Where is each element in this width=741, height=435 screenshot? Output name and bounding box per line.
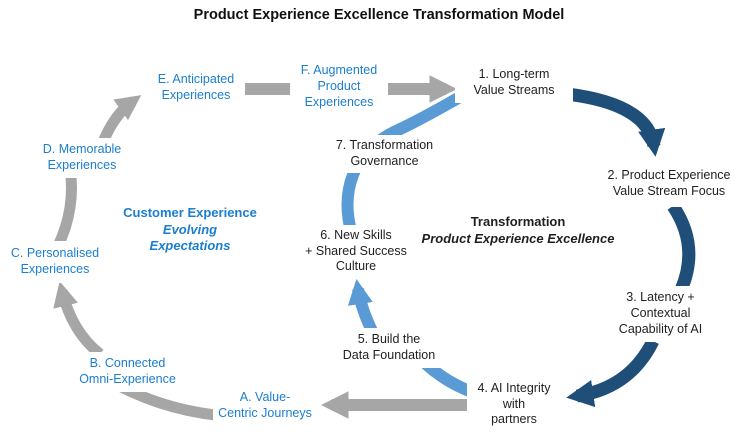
node-line: F. Augmented [300, 63, 378, 78]
node-line: Capability of AI [618, 321, 703, 336]
node-a-value-centric-journeys: A. Value- Centric Journeys [213, 385, 317, 427]
node-5-build-the-data-foundation: 5. Build the Data Foundation [332, 328, 446, 368]
node-line: Product [317, 79, 361, 94]
node-2-product-experience-value-stream-focus: 2. Product Experience Value Stream Focus [597, 160, 741, 207]
node-6-new-skills-shared-success-culture: 6. New Skills + Shared Success Culture [300, 225, 412, 278]
node-line: Experiences [304, 94, 374, 109]
node-b-connected-omni-experience: B. Connected Omni-Experience [70, 352, 185, 392]
arrow-6-to-1 [341, 91, 463, 233]
node-line: Centric Journeys [218, 406, 312, 420]
node-line: Data Foundation [342, 348, 436, 362]
arrow-5-to-6 [347, 279, 378, 334]
node-line: B. Connected [89, 356, 166, 371]
node-line: 3. Latency + [626, 290, 695, 305]
node-line: Value Stream Focus [612, 183, 726, 198]
arrow-c-to-d [53, 167, 77, 249]
node-e-anticipated-experiences: E. Anticipated Experiences [147, 66, 245, 110]
node-line: Omni-Experience [79, 372, 176, 386]
node-line: with [502, 396, 526, 411]
node-line: 6. New Skills [320, 227, 392, 242]
arrow-b-to-c [53, 281, 104, 359]
node-line: Contextual [630, 306, 691, 321]
transformation-cycle-label-line1: Transformation [470, 213, 566, 229]
node-line: 7. Transformation [335, 138, 434, 153]
customer-cycle-label-line1: Customer Experience [123, 204, 257, 220]
arrow-3-to-4 [566, 338, 659, 408]
node-line: Experiences [47, 158, 117, 172]
node-3-latency-contextual-capability-of-ai: 3. Latency + Contextual Capability of AI [608, 286, 713, 342]
page-title: Product Experience Excellence Transforma… [179, 2, 579, 28]
node-line: Experiences [161, 88, 231, 102]
node-line: partners [491, 412, 537, 427]
node-c-personalised-experiences: C. Personalised Experiences [0, 241, 110, 283]
node-line: Experiences [20, 262, 90, 276]
node-line: + Shared Success [305, 243, 407, 258]
customer-cycle-label: Customer Experience Evolving Expectation… [122, 205, 258, 253]
node-line: Value Streams [473, 82, 555, 97]
node-line: 1. Long-term [478, 66, 550, 81]
node-f-augmented-product-experiences: F. Augmented Product Experiences [290, 60, 388, 114]
transformation-cycle-label: Transformation Product Experience Excell… [418, 210, 618, 251]
node-1-long-term-value-streams: 1. Long-term Value Streams [455, 62, 573, 103]
node-line: A. Value- [239, 390, 291, 405]
arrow-2-to-3 [667, 202, 696, 293]
node-7-transformation-governance: 7. Transformation Governance [325, 135, 444, 173]
node-line: 4. AI Integrity [477, 380, 551, 395]
node-line: Culture [335, 259, 377, 274]
node-line: 2. Product Experience [607, 167, 731, 182]
node-line: C. Personalised [10, 246, 100, 261]
node-line: E. Anticipated [157, 72, 235, 87]
arrow-1-to-2 [566, 87, 666, 157]
node-line: Governance [350, 154, 419, 168]
node-line: D. Memorable [42, 142, 122, 157]
node-line: 5. Build the [357, 332, 421, 347]
node-4-ai-integrity-with-partners: 4. AI Integrity with partners [467, 374, 561, 435]
node-d-memorable-experiences: D. Memorable Experiences [33, 138, 131, 178]
customer-cycle-label-line2: Evolving Expectations [149, 221, 231, 254]
transformation-cycle-label-line2: Product Experience Excellence [421, 230, 615, 246]
